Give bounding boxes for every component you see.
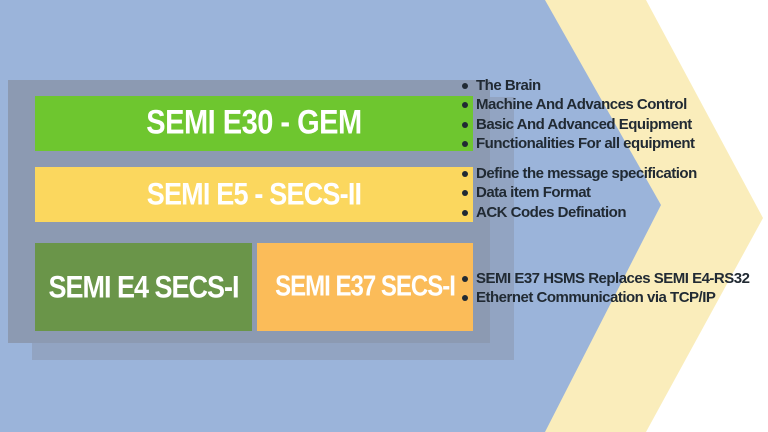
bullet-list-gem: The Brain Machine And Advances Control B… — [460, 76, 695, 154]
bullet-item: Data item Format — [460, 183, 697, 202]
box-semi-e5-secs2: SEMI E5 - SECS-II — [35, 167, 473, 222]
bullet-item: Ethernet Communication via TCP/IP — [460, 288, 749, 307]
bullet-item: Define the message specification — [460, 164, 697, 183]
box-semi-e30-gem-label: SEMI E30 - GEM — [146, 104, 362, 142]
bullet-item: Functionalities For all equipment — [460, 134, 695, 153]
box-semi-e4-secs1: SEMI E4 SECS-I — [35, 243, 252, 331]
box-semi-e37-secs1-label: SEMI E37 SECS-I — [275, 270, 456, 303]
box-semi-e30-gem: SEMI E30 - GEM — [35, 96, 473, 151]
box-semi-e5-secs2-label: SEMI E5 - SECS-II — [146, 176, 362, 212]
standards-panel: SEMI E30 - GEM SEMI E5 - SECS-II SEMI E4… — [8, 80, 490, 343]
box-semi-e37-secs1: SEMI E37 SECS-I — [257, 243, 473, 331]
bullet-item: Basic And Advanced Equipment — [460, 115, 695, 134]
bullet-item: Machine And Advances Control — [460, 95, 695, 114]
bullet-item: SEMI E37 HSMS Replaces SEMI E4-RS32 — [460, 269, 750, 288]
bullet-list-secs1-hsms: SEMI E37 HSMS Replaces SEMI E4-RS32 Ethe… — [460, 269, 750, 308]
bullet-item: ACK Codes Defination — [460, 203, 697, 222]
bullet-list-secs2: Define the message specification Data it… — [460, 164, 697, 222]
bullet-item: The Brain — [460, 76, 695, 95]
box-semi-e4-secs1-label: SEMI E4 SECS-I — [48, 268, 239, 305]
